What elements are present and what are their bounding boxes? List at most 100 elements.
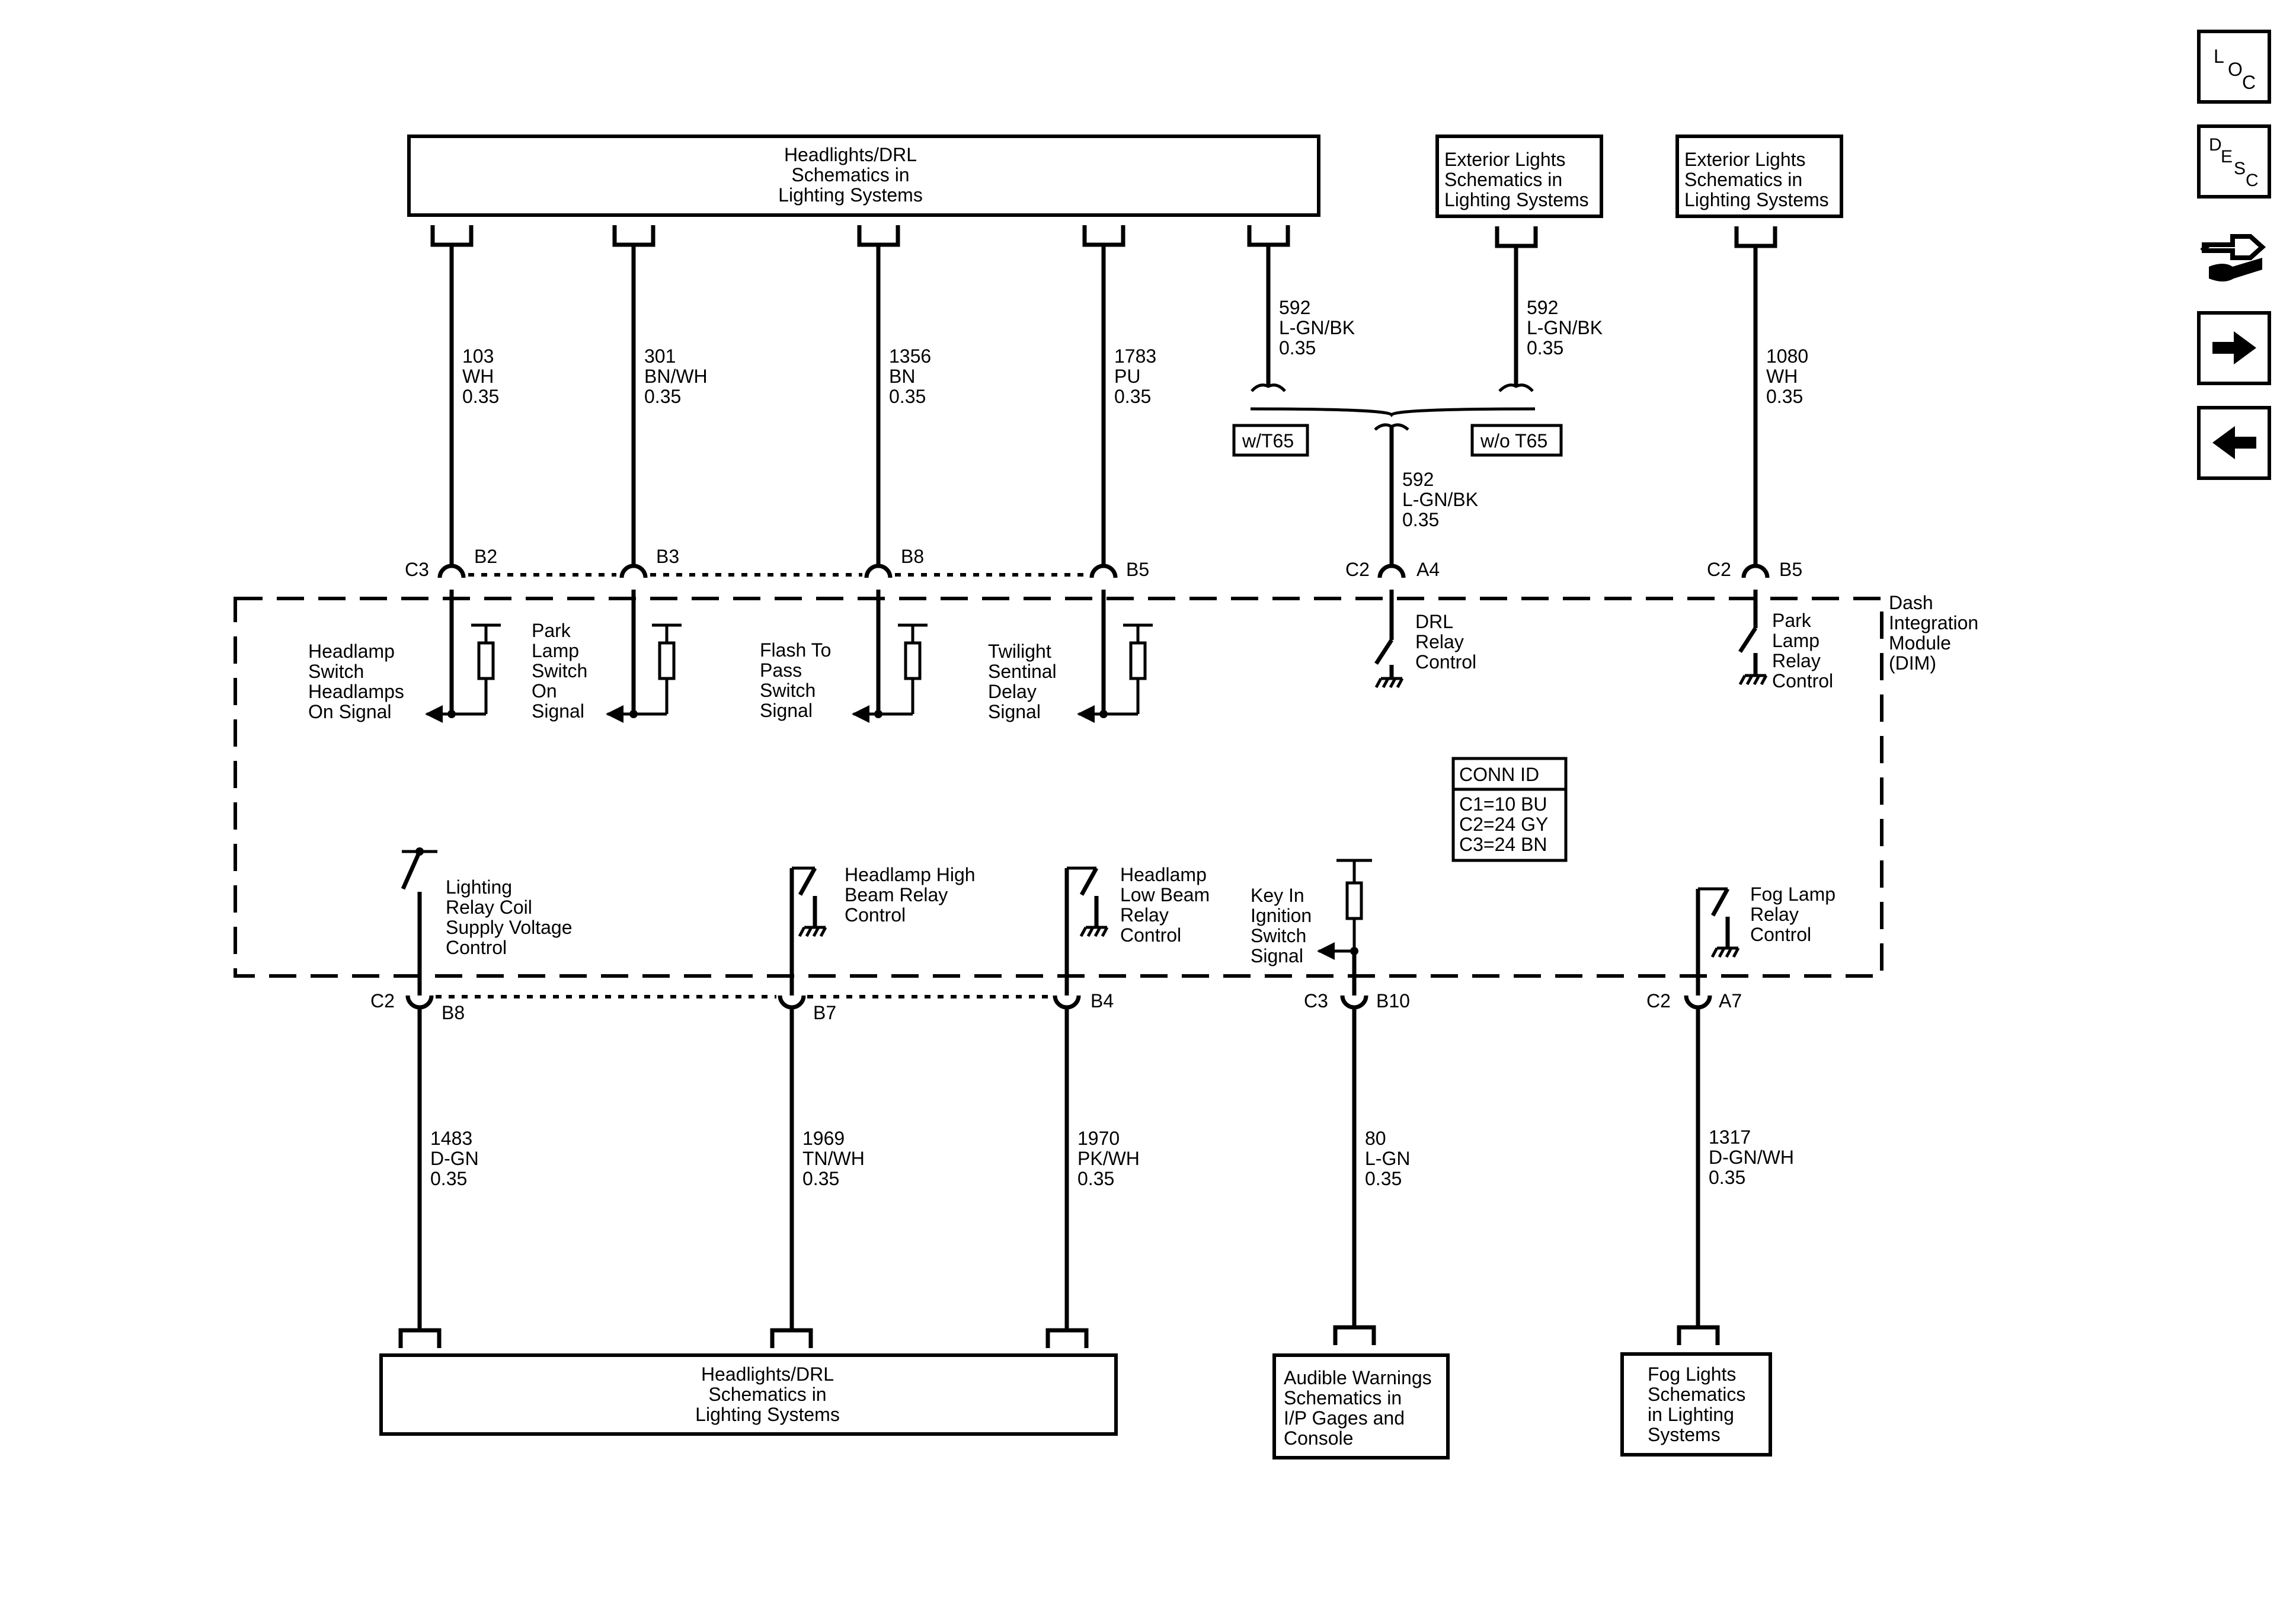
dim-module-boundary[interactable]: [234, 597, 1884, 978]
wire-1080-color: WH: [1766, 366, 1798, 387]
wire-1483-size: 0.35: [430, 1168, 467, 1189]
desc-letter-c: C: [2246, 171, 2259, 190]
wire-1483-color: D-GN: [430, 1148, 479, 1169]
relay-control-switches-top: [1374, 590, 1768, 689]
wire-592a-color: L-GN/BK: [1279, 317, 1355, 338]
wire-1970-size: 0.35: [1077, 1168, 1114, 1189]
sig-lighting-3: Supply Voltage: [446, 917, 573, 938]
wire-1970-circuit: 1970: [1077, 1128, 1120, 1149]
bottom-connector-labels: C2 B8 B7 B4 C3 B10 C2 A7: [370, 990, 1742, 1023]
wire-1317-color: D-GN/WH: [1709, 1147, 1794, 1168]
sig-fog-2: Relay: [1750, 904, 1799, 925]
wire-1080-circuit: 1080: [1766, 345, 1808, 367]
pin-top-4: B5: [1126, 559, 1149, 580]
desc-letter-e: E: [2221, 147, 2233, 167]
audible-line-3: I/P Gages and: [1284, 1407, 1405, 1429]
desc-button[interactable]: D E S C: [2197, 124, 2271, 199]
sig-keyin-2: Ignition: [1251, 905, 1312, 926]
bottom-box-line-3: Lighting Systems: [695, 1404, 840, 1425]
ext-left-line-3: Lighting Systems: [1444, 189, 1589, 210]
sig-lighting-1: Lighting: [446, 876, 512, 898]
wire-80-circuit: 80: [1365, 1128, 1386, 1149]
top-box-line-2: Schematics in: [791, 164, 909, 185]
sig-parkrelay-4: Control: [1772, 670, 1833, 692]
sig-fog-1: Fog Lamp: [1750, 884, 1835, 905]
sig-drl-2: Relay: [1415, 631, 1464, 652]
conn-bot-5: C2: [1646, 990, 1671, 1012]
module-name-4: (DIM): [1889, 652, 1936, 674]
exterior-lights-box-left[interactable]: Exterior Lights Schematics in Lighting S…: [1435, 135, 1603, 218]
sig-highbeam-1: Headlamp High: [845, 864, 976, 885]
input-circuits: [425, 590, 1153, 723]
sig-keyin-4: Signal: [1251, 945, 1303, 966]
option-without-t65[interactable]: w/o T65: [1470, 424, 1563, 457]
pin-top-2: B3: [656, 546, 679, 567]
bottom-wire-labels: 1483 D-GN 0.35 1969 TN/WH 0.35 1970 PK/W…: [430, 1126, 1794, 1189]
pin-bot-4: B10: [1376, 990, 1410, 1012]
wire-1969-size: 0.35: [802, 1168, 839, 1189]
next-button[interactable]: [2197, 311, 2271, 385]
top-wire-labels: 103 WH 0.35 301 BN/WH 0.35 1356 BN 0.35 …: [462, 297, 1808, 530]
fog-lights-box[interactable]: Fog Lights Schematics in Lighting System…: [1620, 1352, 1772, 1457]
sig-park-4: On: [532, 680, 557, 702]
sig-lighting-2: Relay Coil: [446, 897, 532, 918]
fog-line-4: Systems: [1648, 1424, 1721, 1445]
option-without-label: w/o T65: [1480, 430, 1547, 452]
connector-tool-icon[interactable]: [2197, 216, 2271, 290]
option-with-t65[interactable]: w/T65: [1232, 424, 1309, 457]
conn-id-title: CONN ID: [1459, 764, 1539, 785]
pin-top-1: B2: [474, 546, 497, 567]
sig-fog-3: Control: [1750, 924, 1811, 945]
wire-1356-size: 0.35: [889, 386, 926, 407]
wire-592b-size: 0.35: [1527, 337, 1563, 359]
sig-twilight-3: Delay: [988, 681, 1037, 702]
wire-301-circuit: 301: [644, 345, 676, 367]
top-box-line-1: Headlights/DRL: [784, 144, 917, 165]
loc-button[interactable]: L O C: [2197, 30, 2271, 104]
exterior-lights-box-right[interactable]: Exterior Lights Schematics in Lighting S…: [1675, 135, 1843, 218]
conn-top-5: C2: [1345, 559, 1370, 580]
wire-592b-circuit: 592: [1527, 297, 1558, 318]
sig-lowbeam-4: Control: [1120, 924, 1181, 946]
sig-headlamp-2: Switch: [308, 661, 364, 682]
wire-1080-size: 0.35: [1766, 386, 1803, 407]
wire-80-size: 0.35: [1365, 1168, 1402, 1189]
fog-line-2: Schematics: [1648, 1384, 1745, 1405]
pin-top-5: A4: [1416, 559, 1440, 580]
audible-line-4: Console: [1284, 1427, 1353, 1449]
top-box-line-3: Lighting Systems: [778, 184, 923, 206]
top-schematic-box[interactable]: Headlights/DRL Schematics in Lighting Sy…: [407, 135, 1320, 217]
ext-left-line-1: Exterior Lights: [1444, 149, 1566, 170]
sig-drl-1: DRL: [1415, 611, 1453, 632]
bottom-wires: [398, 1007, 1720, 1348]
module-name-3: Module: [1889, 632, 1951, 654]
loc-letter-o: O: [2228, 59, 2243, 80]
audible-warnings-box[interactable]: Audible Warnings Schematics in I/P Gages…: [1272, 1353, 1450, 1459]
bottom-schematic-box[interactable]: Headlights/DRL Schematics in Lighting Sy…: [379, 1353, 1118, 1436]
sig-park-3: Switch: [532, 660, 587, 681]
desc-letter-s: S: [2234, 159, 2246, 178]
sig-parkrelay-3: Relay: [1772, 650, 1821, 671]
sig-twilight-1: Twilight: [988, 641, 1051, 662]
sig-park-2: Lamp: [532, 640, 579, 661]
wire-103-color: WH: [462, 366, 494, 387]
wire-592a-size: 0.35: [1279, 337, 1316, 359]
bottom-box-line-2: Schematics in: [708, 1384, 826, 1405]
pin-top-3: B8: [901, 546, 924, 567]
sig-parkrelay-1: Park: [1772, 610, 1812, 631]
sig-lighting-4: Control: [446, 937, 507, 958]
sig-keyin-3: Switch: [1251, 925, 1306, 946]
wire-1356-color: BN: [889, 366, 915, 387]
module-name-2: Integration: [1889, 612, 1978, 633]
conn-id-line-3: C3=24 BN: [1459, 834, 1547, 855]
wire-1783-size: 0.35: [1114, 386, 1151, 407]
back-button[interactable]: [2197, 406, 2271, 480]
sig-lowbeam-1: Headlamp: [1120, 864, 1207, 885]
pin-bot-1: B8: [442, 1002, 465, 1023]
module-name-1: Dash: [1889, 592, 1933, 613]
wire-592c-size: 0.35: [1402, 509, 1439, 530]
dim-module-label: Dash Integration Module (DIM): [1889, 592, 1978, 674]
wire-1783-color: PU: [1114, 366, 1140, 387]
conn-bot-1: C2: [370, 990, 395, 1012]
